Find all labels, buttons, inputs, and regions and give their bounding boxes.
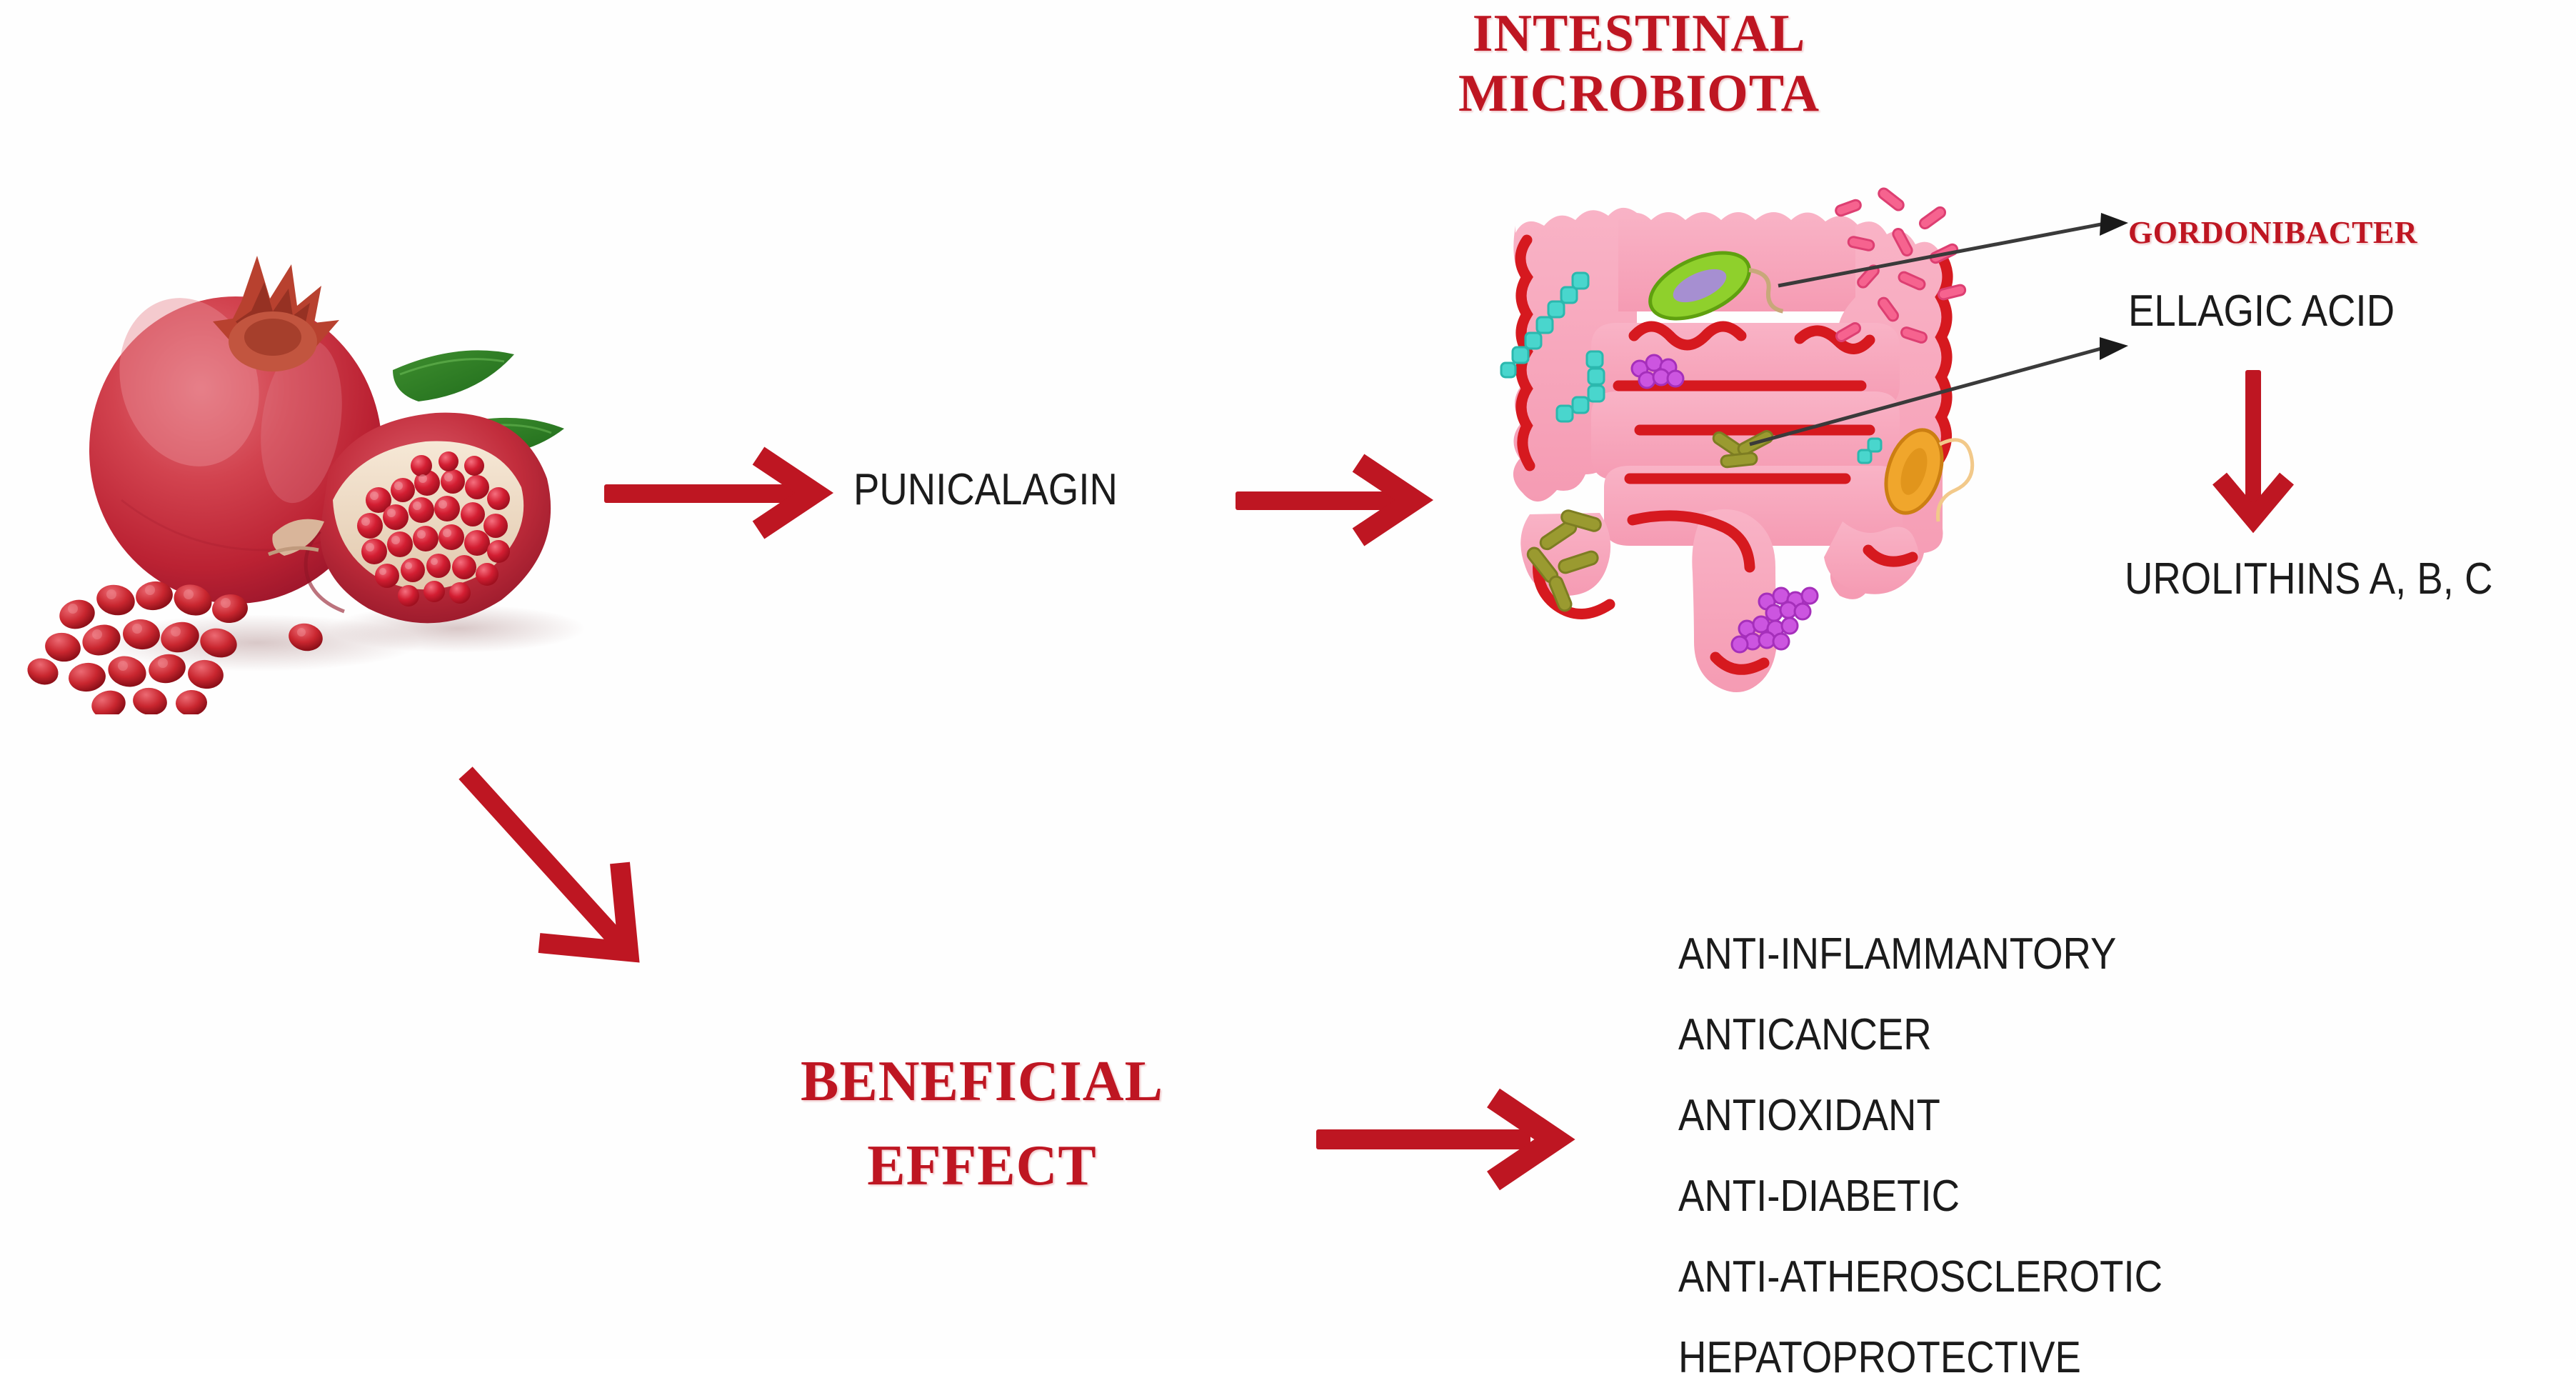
beneficial-line-2: EFFECT [867, 1134, 1097, 1197]
arrow-punicalagin-to-gut [1236, 454, 1434, 546]
effect-item: ANTI-INFLAMMANTORY [1678, 929, 2117, 979]
label-ellagic-acid: ELLAGIC ACID [2128, 286, 2395, 336]
cut-pomegranate-half [268, 412, 551, 624]
arrow-ellagic-to-urolithins [2212, 370, 2294, 534]
page-title-intestinal-microbiota: INTESTINAL MICROBIOTA [1403, 4, 1875, 124]
effect-item: HEPATOPROTECTIVE [1678, 1333, 2081, 1382]
pointer-gut-to-ellagic-acid [1749, 337, 2128, 446]
pomegranate-crown [213, 256, 339, 371]
arrow-beneficial-to-effects [1316, 1088, 1575, 1191]
orange-bacterium [1884, 428, 1975, 522]
purple-bacteria-cluster [1630, 354, 1819, 654]
label-gordonibacter: GORDONIBACTER [2128, 215, 2417, 250]
pink-rod-bacteria [1835, 187, 1967, 344]
arrow-fruit-to-punicalagin [604, 446, 834, 539]
effect-item: ANTIOXIDANT [1678, 1091, 1940, 1140]
pomegranate-image [27, 256, 586, 714]
pointer-gut-to-gordonibacter [1778, 213, 2128, 288]
intestine-image [1500, 187, 1975, 693]
colon-outline [1513, 207, 1943, 693]
arrow-fruit-to-beneficial-effect [458, 767, 640, 963]
beneficial-line-1: BENEFICIAL [801, 1050, 1163, 1113]
beneficial-effects-list: ANTI-INFLAMMANTORY ANTICANCER ANTIOXIDAN… [1678, 929, 2228, 1383]
pomegranate-arils [357, 451, 510, 606]
cyan-bacteria-chain [1500, 271, 1883, 464]
green-bacterium [1648, 251, 1784, 321]
whole-pomegranate [89, 256, 382, 604]
title-line-1: INTESTINAL [1472, 4, 1806, 63]
effect-item: ANTI-ATHEROSCLEROTIC [1678, 1252, 2163, 1302]
olive-rod-bacteria [1526, 430, 1774, 612]
title-line-2: MICROBIOTA [1458, 64, 1820, 123]
label-punicalagin: PUNICALAGIN [853, 465, 1118, 514]
label-urolithins: UROLITHINS A, B, C [2125, 554, 2493, 604]
scattered-seeds [27, 581, 323, 714]
title-beneficial-effect: BENEFICIAL EFFECT [718, 1039, 1246, 1208]
effect-item: ANTI-DIABETIC [1678, 1172, 1960, 1221]
effect-item: ANTICANCER [1678, 1010, 1932, 1059]
